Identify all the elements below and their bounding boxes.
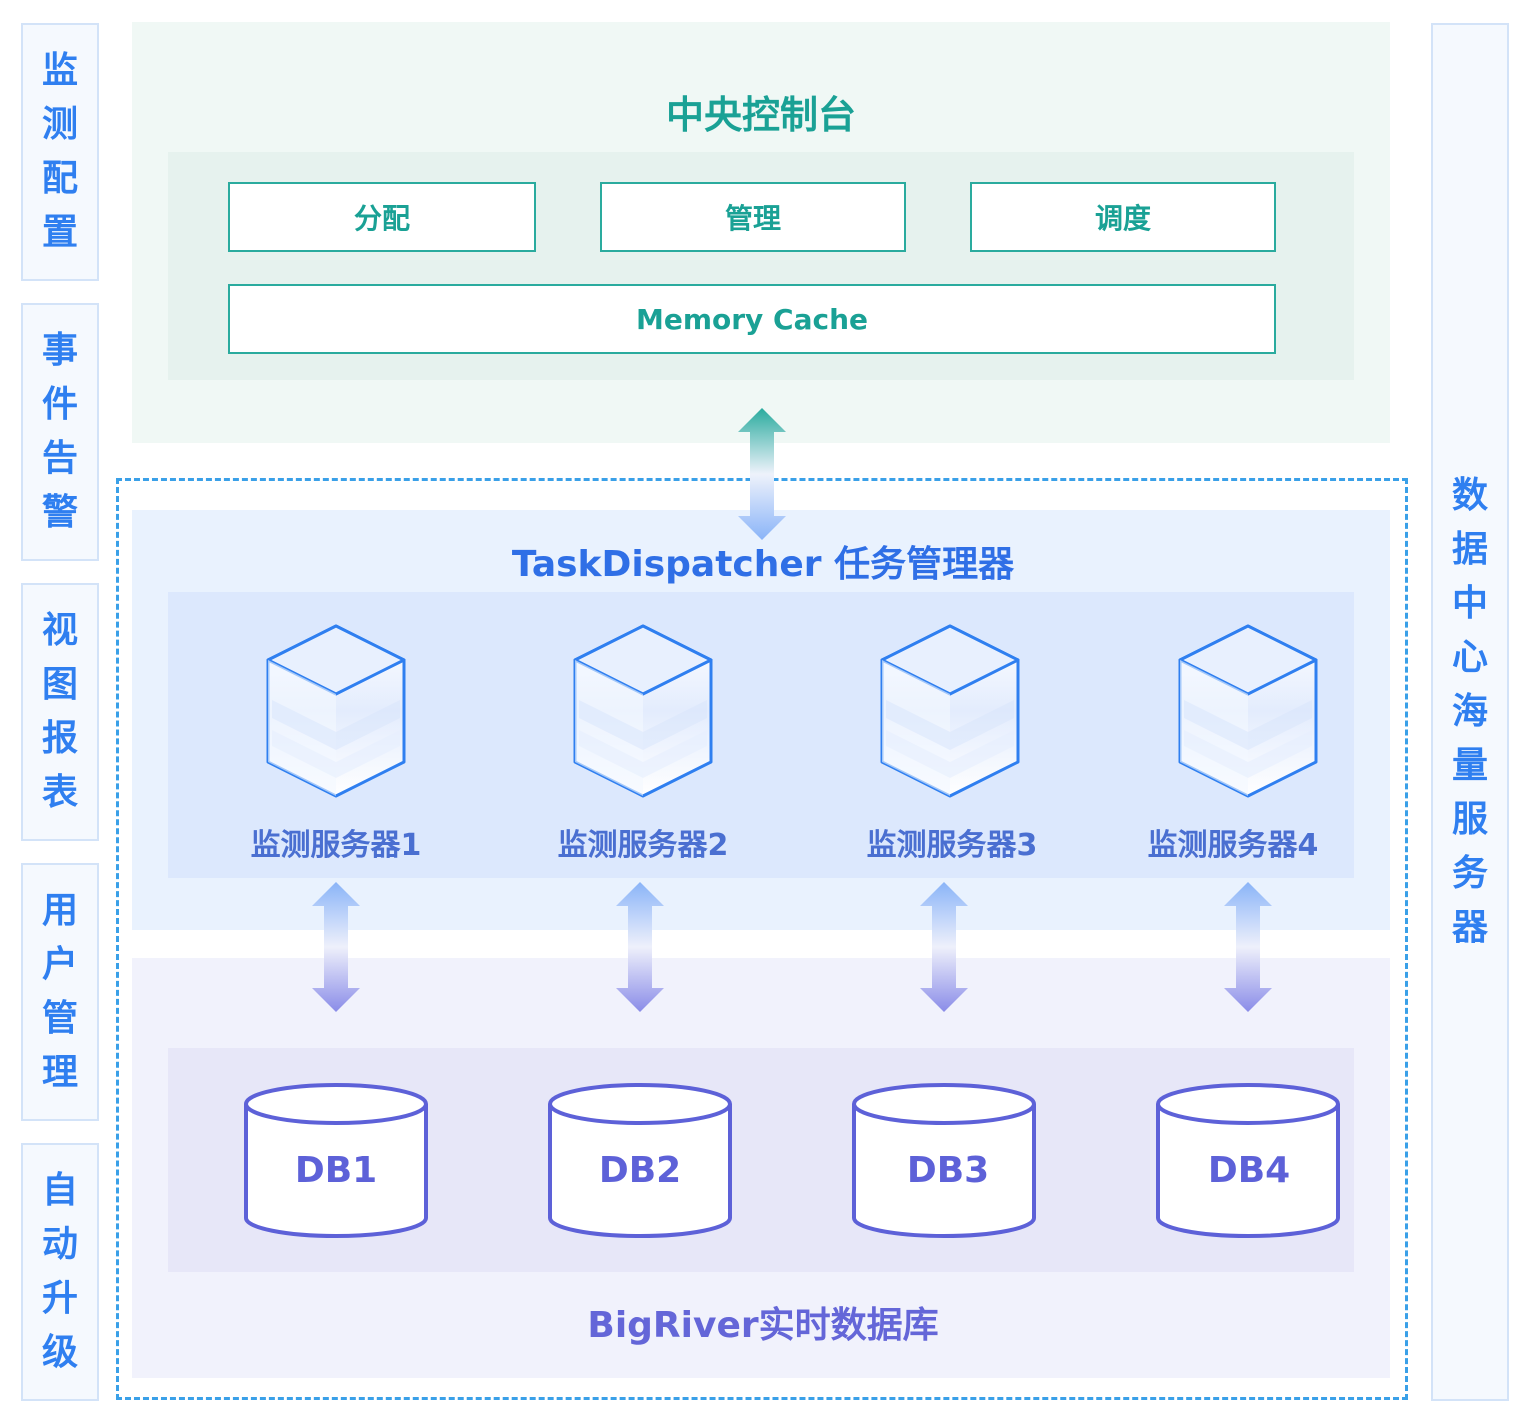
server-label-1: 监测服务器1 xyxy=(250,828,422,863)
double-arrow-icon xyxy=(312,882,360,1012)
memory-cache-box: Memory Cache xyxy=(228,284,1276,354)
sidebar-item-label: 自动升级 xyxy=(41,1170,78,1373)
server-label-3: 监测服务器3 xyxy=(866,828,1038,863)
function-box-manage: 管理 xyxy=(600,182,906,252)
db-label-4: DB4 xyxy=(1207,1150,1291,1191)
task-dispatcher-title: TaskDispatcher 任务管理器 xyxy=(511,544,1015,585)
db-label-3: DB3 xyxy=(906,1150,990,1191)
sidebar-item-monitor-config[interactable]: 监测配置 xyxy=(21,23,99,281)
server-cube-icon xyxy=(1178,624,1318,798)
server-label-4: 监测服务器4 xyxy=(1147,828,1319,863)
central-console-title: 中央控制台 xyxy=(665,93,856,137)
sidebar-item-auto-upgrade[interactable]: 自动升级 xyxy=(21,1143,99,1401)
sidebar-item-user-management[interactable]: 用户管理 xyxy=(21,863,99,1121)
db-label-2: DB2 xyxy=(598,1150,682,1191)
server-cube-icon xyxy=(880,624,1020,798)
double-arrow-icon xyxy=(616,882,664,1012)
sidebar-item-label: 用户管理 xyxy=(41,890,78,1093)
sidebar-item-label: 事件告警 xyxy=(41,330,78,533)
server-cube-icon xyxy=(266,624,406,798)
sidebar-item-event-alert[interactable]: 事件告警 xyxy=(21,303,99,561)
server-cube-icon xyxy=(573,624,713,798)
double-arrow-icon xyxy=(1224,882,1272,1012)
double-arrow-icon xyxy=(920,882,968,1012)
bigriver-database-title: BigRiver实时数据库 xyxy=(587,1305,939,1346)
sidebar-item-view-report[interactable]: 视图报表 xyxy=(21,583,99,841)
datacenter-servers-panel: 数据中心海量服务器 xyxy=(1431,23,1509,1401)
datacenter-servers-label: 数据中心海量服务器 xyxy=(1451,475,1488,948)
server-label-2: 监测服务器2 xyxy=(557,828,729,863)
double-arrow-icon xyxy=(738,408,786,540)
sidebar-item-label: 视图报表 xyxy=(41,610,78,813)
function-box-allocate: 分配 xyxy=(228,182,536,252)
function-box-schedule: 调度 xyxy=(970,182,1276,252)
sidebar-item-label: 监测配置 xyxy=(41,50,78,253)
db-label-1: DB1 xyxy=(294,1150,378,1191)
